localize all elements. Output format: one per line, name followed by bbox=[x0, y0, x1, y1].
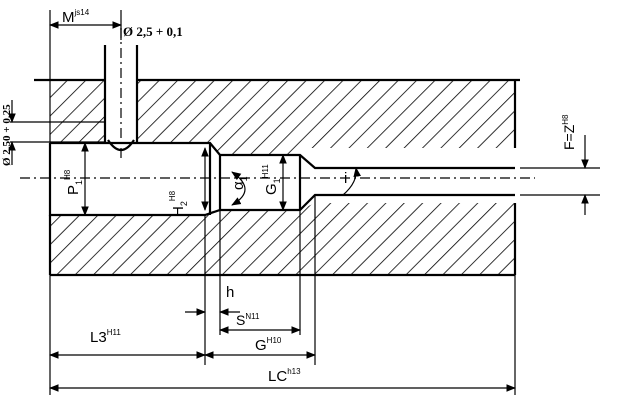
alpha-arc bbox=[231, 171, 246, 206]
groove-walls bbox=[208, 143, 302, 215]
upper-section-hatch bbox=[50, 80, 515, 155]
label-i: i bbox=[344, 170, 347, 187]
i-arc bbox=[342, 167, 362, 196]
labels: Mjs14 Ø 2,5 + 0,1 Ø 2,50 + 0,25 F=ZH8 P1… bbox=[1, 8, 577, 385]
label-lc: LCh13 bbox=[268, 367, 301, 385]
section-hatching bbox=[50, 80, 515, 275]
label-left-dim: Ø 2,50 + 0,25 bbox=[1, 104, 13, 166]
label-p1: P1H8 bbox=[63, 169, 84, 195]
label-l3: L3H11 bbox=[90, 328, 121, 346]
label-g1: G1H11 bbox=[261, 164, 282, 195]
label-f: F=ZH8 bbox=[561, 114, 577, 150]
label-s: SN11 bbox=[236, 312, 260, 328]
label-h2: H2H8 bbox=[168, 190, 189, 217]
dimension-lines bbox=[8, 21, 589, 392]
label-alpha1: α1 bbox=[230, 176, 249, 190]
label-h: h bbox=[226, 284, 234, 301]
lower-section-hatch bbox=[50, 203, 515, 275]
label-hole-dia: Ø 2,5 + 0,1 bbox=[123, 24, 183, 39]
center-lines bbox=[20, 28, 535, 179]
label-g: GH10 bbox=[255, 336, 282, 354]
label-m: Mjs14 bbox=[62, 8, 90, 26]
